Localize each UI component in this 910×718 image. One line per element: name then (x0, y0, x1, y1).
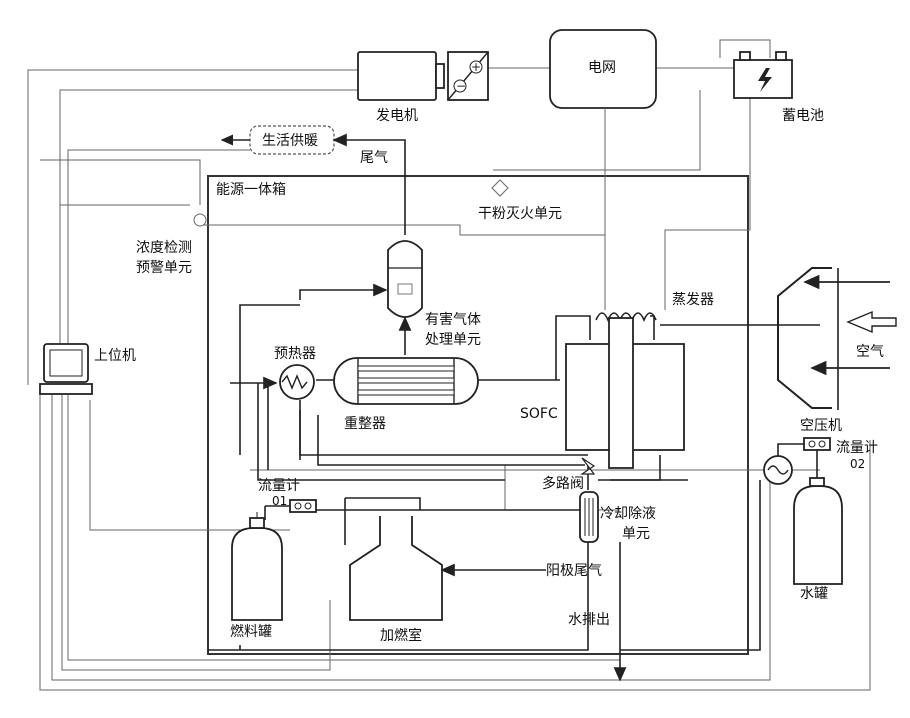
flowmeter-01-label-1: 流量计 (258, 478, 300, 494)
generator-label: 发电机 (376, 108, 418, 124)
flowmeter-01-label-2: 01 (272, 494, 287, 508)
air-label: 空气 (856, 344, 884, 360)
harmful-gas-label-1: 有害气体 (425, 312, 481, 328)
cooler-unit[interactable] (580, 492, 598, 542)
water-tank-label: 水罐 (800, 586, 828, 602)
combustor-label: 加燃室 (380, 627, 422, 644)
anode-exhaust-label: 阳极尾气 (546, 563, 602, 579)
reformer[interactable] (334, 358, 478, 404)
water-pump[interactable] (764, 456, 792, 484)
gas-detect-label-1: 浓度检测 (136, 240, 192, 256)
exhaust-label: 尾气 (360, 150, 388, 166)
multi-valve[interactable] (582, 458, 594, 474)
fuel-tank-label: 燃料罐 (230, 623, 272, 640)
compressor-label: 空压机 (800, 418, 842, 434)
water-tank[interactable] (794, 478, 842, 584)
combustor[interactable] (350, 516, 442, 620)
preheater-label: 预热器 (274, 346, 316, 362)
harmful-gas-vessel[interactable] (388, 241, 422, 317)
heating-label: 生活供暖 (262, 133, 318, 149)
water-out-label: 水排出 (568, 612, 610, 628)
cooler-label-1: 冷却除液 (600, 506, 656, 522)
air-compressor[interactable] (778, 268, 896, 410)
fire-unit-label: 干粉灭火单元 (478, 206, 562, 222)
flowmeter-01[interactable] (290, 500, 316, 512)
multi-valve-label: 多路阀 (542, 475, 584, 492)
gas-detect-label-2: 预警单元 (136, 260, 192, 276)
reformer-label: 重整器 (344, 416, 386, 432)
cooler-label-2: 单元 (622, 526, 650, 542)
battery[interactable] (734, 52, 792, 98)
evaporator-label: 蒸发器 (672, 292, 714, 308)
sofc-stack[interactable] (566, 318, 684, 468)
host-computer[interactable] (40, 344, 92, 394)
preheater[interactable] (280, 365, 314, 399)
gas-sensor-icon (194, 214, 206, 226)
generator[interactable]: + − (358, 52, 488, 100)
fire-unit-icon (492, 180, 508, 196)
fuel-tank[interactable] (232, 512, 282, 620)
battery-label: 蓄电池 (782, 108, 824, 124)
energy-box-label: 能源一体箱 (216, 182, 286, 198)
harmful-gas-label-2: 处理单元 (425, 332, 481, 348)
host-label: 上位机 (94, 348, 136, 364)
svg-text:+: + (471, 60, 481, 74)
sofc-label: SOFC (520, 406, 558, 422)
svg-text:−: − (456, 79, 466, 93)
grid-label: 电网 (588, 60, 616, 76)
flowmeter-02-label-2: 02 (850, 457, 865, 471)
flowmeter-02-label-1: 流量计 (836, 440, 878, 456)
flowmeter-02[interactable] (804, 438, 830, 450)
